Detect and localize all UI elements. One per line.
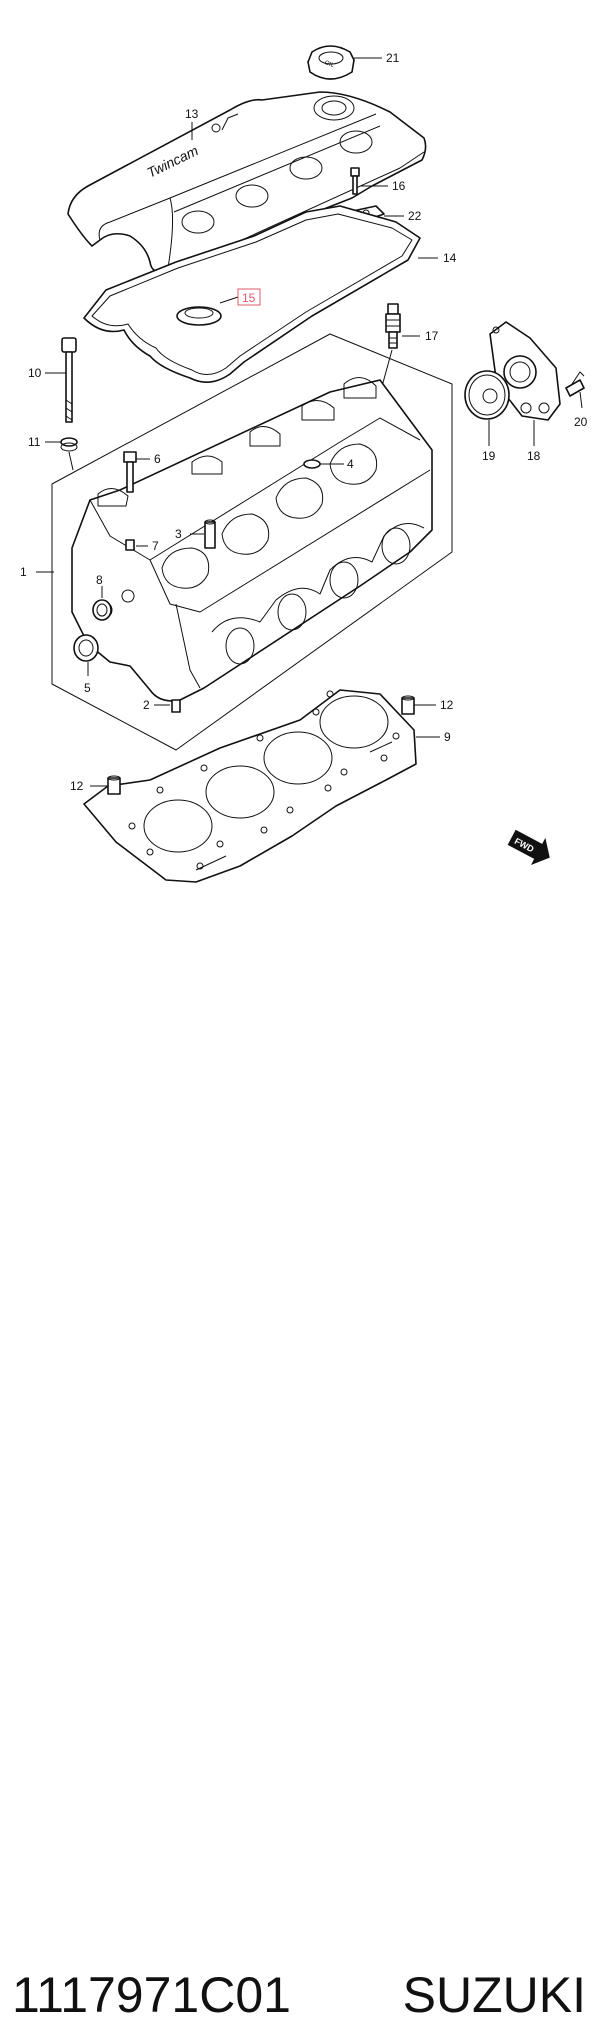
oil-filler-cap: OIL	[307, 45, 355, 80]
callout-3: 3	[175, 527, 182, 541]
callout-15: 15	[242, 291, 256, 305]
diagram-svg: OIL 21 Twincam 13 16 22 14	[20, 45, 588, 883]
callout-10: 10	[28, 366, 42, 380]
callout-20: 20	[574, 415, 588, 429]
head-bolt	[61, 337, 77, 423]
callout-14: 14	[443, 251, 457, 265]
callout-22: 22	[408, 209, 422, 223]
parts-diagram: OIL 21 Twincam 13 16 22 14	[0, 0, 600, 950]
distributor-bolt	[565, 371, 585, 397]
head-gasket	[83, 689, 417, 883]
callout-5: 5	[84, 681, 91, 695]
callout-19: 19	[482, 449, 496, 463]
callout-8: 8	[96, 573, 103, 587]
dowel-pin	[204, 519, 216, 549]
callout-4: 4	[347, 457, 354, 471]
callout-17: 17	[425, 329, 439, 343]
knock-pin-lower	[107, 775, 121, 795]
cylinder-head	[71, 377, 433, 702]
callout-18: 18	[527, 449, 541, 463]
callout-16: 16	[392, 179, 406, 193]
cover-gasket	[83, 205, 421, 383]
callout-2: 2	[143, 698, 150, 712]
forward-arrow-icon: FWD	[507, 829, 550, 865]
cylinder-head-frame	[51, 333, 453, 751]
spark-plug	[385, 303, 401, 349]
distributor-o-ring	[464, 370, 510, 420]
callout-21: 21	[386, 51, 400, 65]
callout-7: 7	[152, 539, 159, 553]
head-side-plug	[92, 599, 112, 621]
head-stud	[123, 451, 137, 493]
brand-name: SUZUKI	[402, 1967, 586, 2023]
plug-hole-seal	[176, 306, 222, 326]
part-number: 1117971C01	[12, 1967, 291, 2023]
small-dowel	[171, 699, 181, 713]
cap-label: OIL	[324, 60, 336, 69]
callout-6: 6	[154, 452, 161, 466]
footer: 1117971C01 SUZUKI	[0, 950, 600, 2020]
cylinder-head-cover: Twincam	[67, 91, 427, 273]
callout-11: 11	[28, 435, 41, 449]
head-bolt-washer	[60, 437, 78, 452]
knock-pin-upper	[401, 695, 415, 715]
head-plug	[125, 539, 135, 551]
callout-13: 13	[185, 107, 199, 121]
head-bush	[303, 459, 321, 469]
camshaft-oil-seal	[73, 634, 99, 662]
callout-1: 1	[20, 565, 27, 579]
callout-9: 9	[444, 730, 451, 744]
callout-12-upper: 12	[440, 698, 454, 712]
callout-15-highlight	[237, 288, 261, 306]
cover-bolt	[350, 167, 360, 195]
callout-12-lower: 12	[70, 779, 84, 793]
